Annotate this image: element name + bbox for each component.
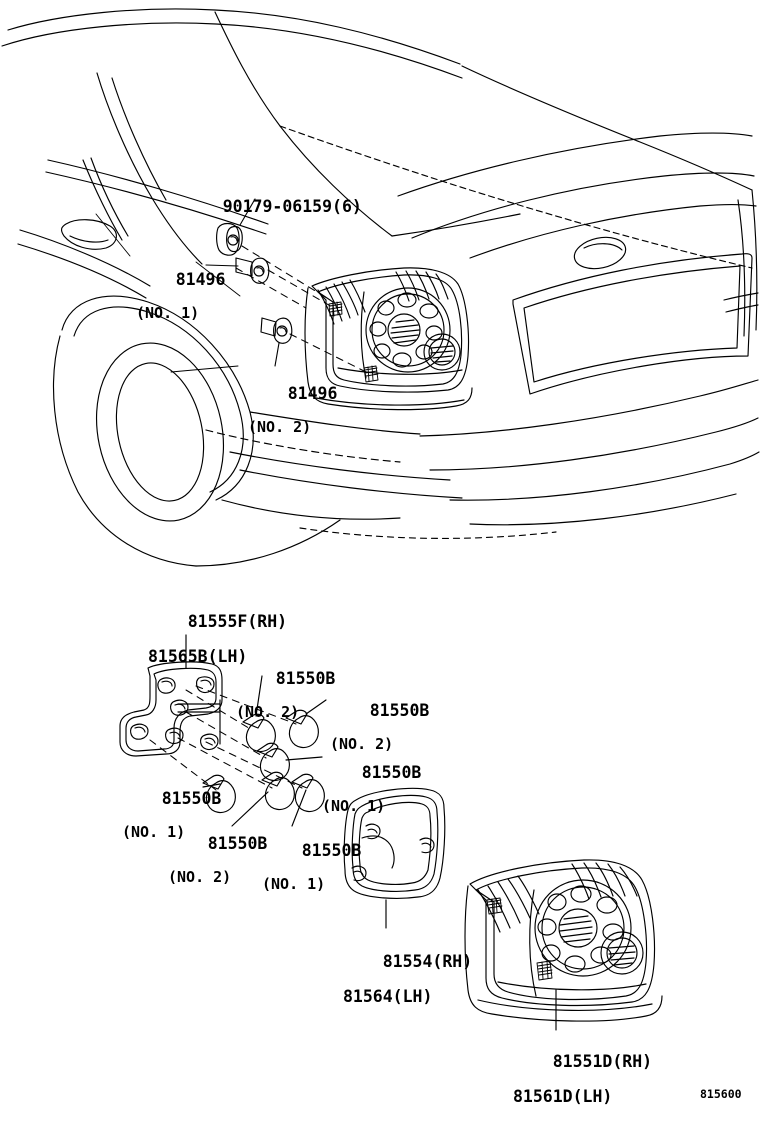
label-gasket: 81554(RH) 81564(LH): [343, 936, 472, 1040]
sheet-code: 815600: [700, 1087, 742, 1101]
upper-assembly-path: [235, 245, 367, 373]
label-bulb-c-sub: (NO. 1): [322, 796, 386, 815]
label-bulb-f: 81550B (NO. 1): [262, 825, 361, 927]
label-lens-body: 81551D(RH) 81561D(LH): [513, 1036, 652, 1140]
diagram-artwork: [1, 8, 760, 1031]
label-screw-81496-no1: 81496 (NO. 1): [136, 254, 225, 356]
label-lens-body-part-rh: 81551D(RH): [552, 1052, 653, 1072]
label-bulb-b: 81550B (NO. 2): [330, 685, 429, 787]
tail-lamp-lens: [464, 859, 663, 1022]
label-bulb-d-part: 81550B: [161, 789, 222, 809]
label-bulb-a-sub: (NO. 2): [236, 702, 300, 721]
label-bulb-f-part: 81550B: [301, 841, 362, 861]
label-screw-81496-no2: 81496 (NO. 2): [248, 368, 337, 470]
label-socket-plate: 81555F(RH) 81565B(LH): [148, 596, 287, 700]
label-socket-plate-part-lh: 81565B(LH): [148, 646, 248, 666]
bulb-4: [202, 774, 236, 814]
label-bulb-e-part: 81550B: [207, 834, 268, 854]
bulb-3: [256, 742, 290, 782]
label-bulb-e: 81550B (NO. 2): [168, 818, 267, 920]
label-bulb-d-sub: (NO. 1): [122, 822, 186, 841]
label-bulb-c-part: 81550B: [361, 763, 422, 783]
label-bulb-a-part: 81550B: [275, 669, 336, 689]
label-screw-81496-no2-part: 81496: [287, 384, 338, 404]
lower-assembly-paths: [149, 685, 303, 791]
label-bulb-d: 81550B (NO. 1): [122, 773, 221, 875]
label-bulb-f-sub: (NO. 1): [262, 874, 326, 893]
label-socket-plate-part-rh: 81555F(RH): [187, 612, 288, 632]
bulb-socket-plate: [119, 661, 223, 757]
label-nut-90179-part: 90179-06159(6): [222, 197, 362, 217]
upper-fasteners: [216, 222, 293, 344]
label-bulb-e-sub: (NO. 2): [168, 867, 232, 886]
tail-lamp-on-car: [304, 267, 473, 411]
label-screw-81496-no2-sub: (NO. 2): [248, 417, 312, 436]
label-bulb-b-part: 81550B: [369, 701, 430, 721]
parts-diagram-sheet: 90179-06159(6) 81496 (NO. 1) 81496 (NO. …: [1, 8, 760, 1105]
lamp-gasket: [343, 787, 446, 899]
car-body-outline: [1, 8, 760, 567]
label-nut-90179: 90179-06159(6): [183, 181, 362, 233]
bulb-6: [291, 773, 325, 813]
label-bulb-b-sub: (NO. 2): [330, 734, 394, 753]
lower-leaders: [185, 634, 557, 1031]
bulb-1: [242, 713, 276, 753]
label-bulb-c: 81550B (NO. 1): [322, 747, 421, 849]
label-gasket-part-lh: 81564(LH): [343, 986, 433, 1006]
label-lens-body-part-lh: 81561D(LH): [513, 1086, 613, 1106]
label-screw-81496-no1-sub: (NO. 1): [136, 303, 200, 322]
label-screw-81496-no1-part: 81496: [175, 270, 226, 290]
label-gasket-part-rh: 81554(RH): [382, 952, 473, 972]
upper-leaders: [95, 198, 280, 373]
label-bulb-a: 81550B (NO. 2): [236, 653, 335, 755]
